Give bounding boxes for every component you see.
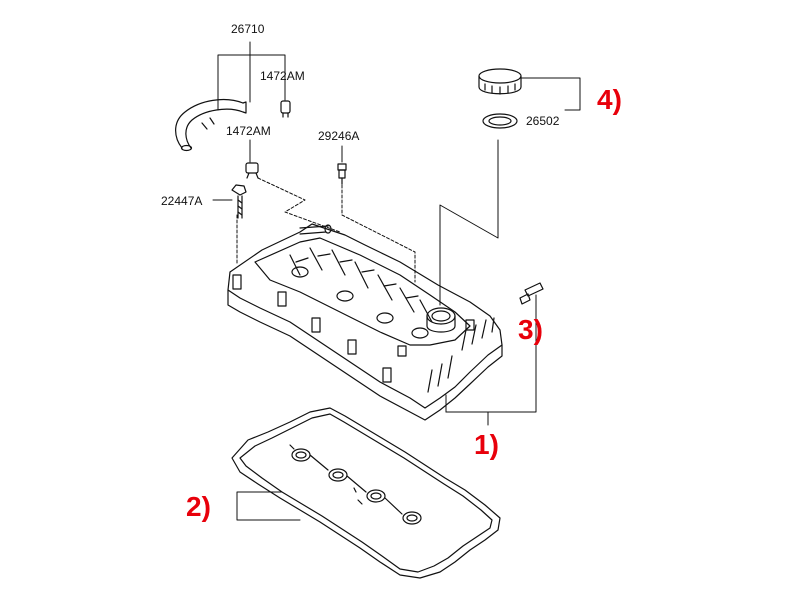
- leader-lines: [212, 41, 581, 521]
- sensor-stud: [337, 163, 347, 185]
- valve-cover: [227, 223, 503, 421]
- pcv-fitting: [519, 282, 544, 305]
- part-number-bolt: 22447A: [161, 194, 203, 208]
- callout-gasket: 2): [186, 491, 211, 522]
- breather-hose: [175, 99, 247, 152]
- part-number-clamp-upper: 1472AM: [260, 69, 305, 83]
- hose-clamp-upper: [280, 100, 291, 118]
- callout-oil-cap: 4): [597, 84, 622, 115]
- part-number-oil-cap-gasket: 26502: [526, 114, 560, 128]
- bolt: [231, 184, 247, 219]
- valve-cover-gasket: [231, 407, 501, 579]
- callout-cover: 1): [474, 429, 499, 460]
- oil-filler-cap: [478, 68, 522, 95]
- part-number-hose: 26710: [231, 22, 265, 36]
- part-number-sensor: 29246A: [318, 129, 360, 143]
- part-number-clamp-lower: 1472AM: [226, 124, 271, 138]
- oil-cap-gasket: [482, 113, 518, 129]
- callout-breather: 3): [518, 314, 543, 345]
- hose-clamp-lower: [245, 162, 259, 179]
